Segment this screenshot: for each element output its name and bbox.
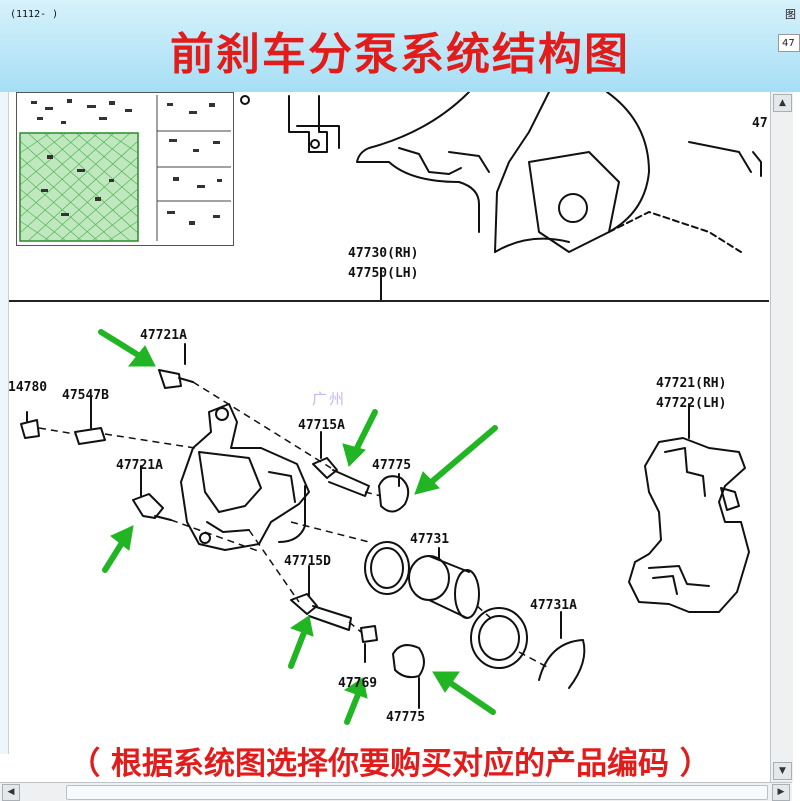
- footer-strip: [9, 736, 769, 782]
- part-callout-47775-upper[interactable]: 47775: [372, 458, 412, 473]
- part-callout-47715a[interactable]: 47715A: [298, 418, 345, 433]
- part-callout-47715d[interactable]: 47715D: [284, 554, 331, 569]
- catalog-code: (1112- ): [10, 9, 59, 20]
- ref-47730-rh[interactable]: 47730(RH): [348, 246, 419, 261]
- header-banner: [0, 0, 800, 92]
- part-callout-47731a[interactable]: 47731A: [530, 598, 577, 613]
- shop-watermark: 广州: [312, 390, 347, 408]
- part-callout-47721a-mid[interactable]: 47721A: [116, 458, 163, 473]
- ref-47750-lh[interactable]: 47750(LH): [348, 266, 419, 281]
- part-callout-47722-lh[interactable]: 47722(LH): [656, 396, 727, 411]
- horizontal-scroll-thumb[interactable]: [66, 785, 768, 800]
- horizontal-scrollbar[interactable]: ◀ ▶: [0, 782, 792, 801]
- corner-input[interactable]: 47: [778, 34, 800, 52]
- footer-instruction: （ 根据系统图选择你要购买对应的产品编码 ）: [69, 746, 711, 782]
- ref-corner: 47: [752, 116, 768, 131]
- scroll-up-arrow-icon[interactable]: ▲: [773, 94, 792, 112]
- parts-diagram: [20, 92, 762, 725]
- part-callout-47731[interactable]: 47731: [410, 532, 450, 547]
- corner-label: 图: [785, 8, 796, 21]
- left-frame: [0, 92, 9, 754]
- section-divider: [9, 300, 769, 302]
- scroll-left-arrow-icon[interactable]: ◀: [2, 784, 20, 801]
- page-title: 前刹车分泵系统结构图: [170, 29, 630, 80]
- scroll-down-arrow-icon[interactable]: ▼: [773, 762, 792, 780]
- overview-thumbnail[interactable]: [16, 92, 234, 246]
- part-callout-47775-lower[interactable]: 47775: [386, 710, 426, 725]
- vertical-scrollbar[interactable]: ▲ ▼: [770, 92, 793, 782]
- scroll-right-arrow-icon[interactable]: ▶: [772, 784, 790, 801]
- part-callout-14780[interactable]: 14780: [8, 380, 48, 395]
- part-callout-47721a-top[interactable]: 47721A: [140, 328, 187, 343]
- part-callout-47547b[interactable]: 47547B: [62, 388, 109, 403]
- part-callout-47769[interactable]: 47769: [338, 676, 378, 691]
- part-callout-47721-rh[interactable]: 47721(RH): [656, 376, 727, 391]
